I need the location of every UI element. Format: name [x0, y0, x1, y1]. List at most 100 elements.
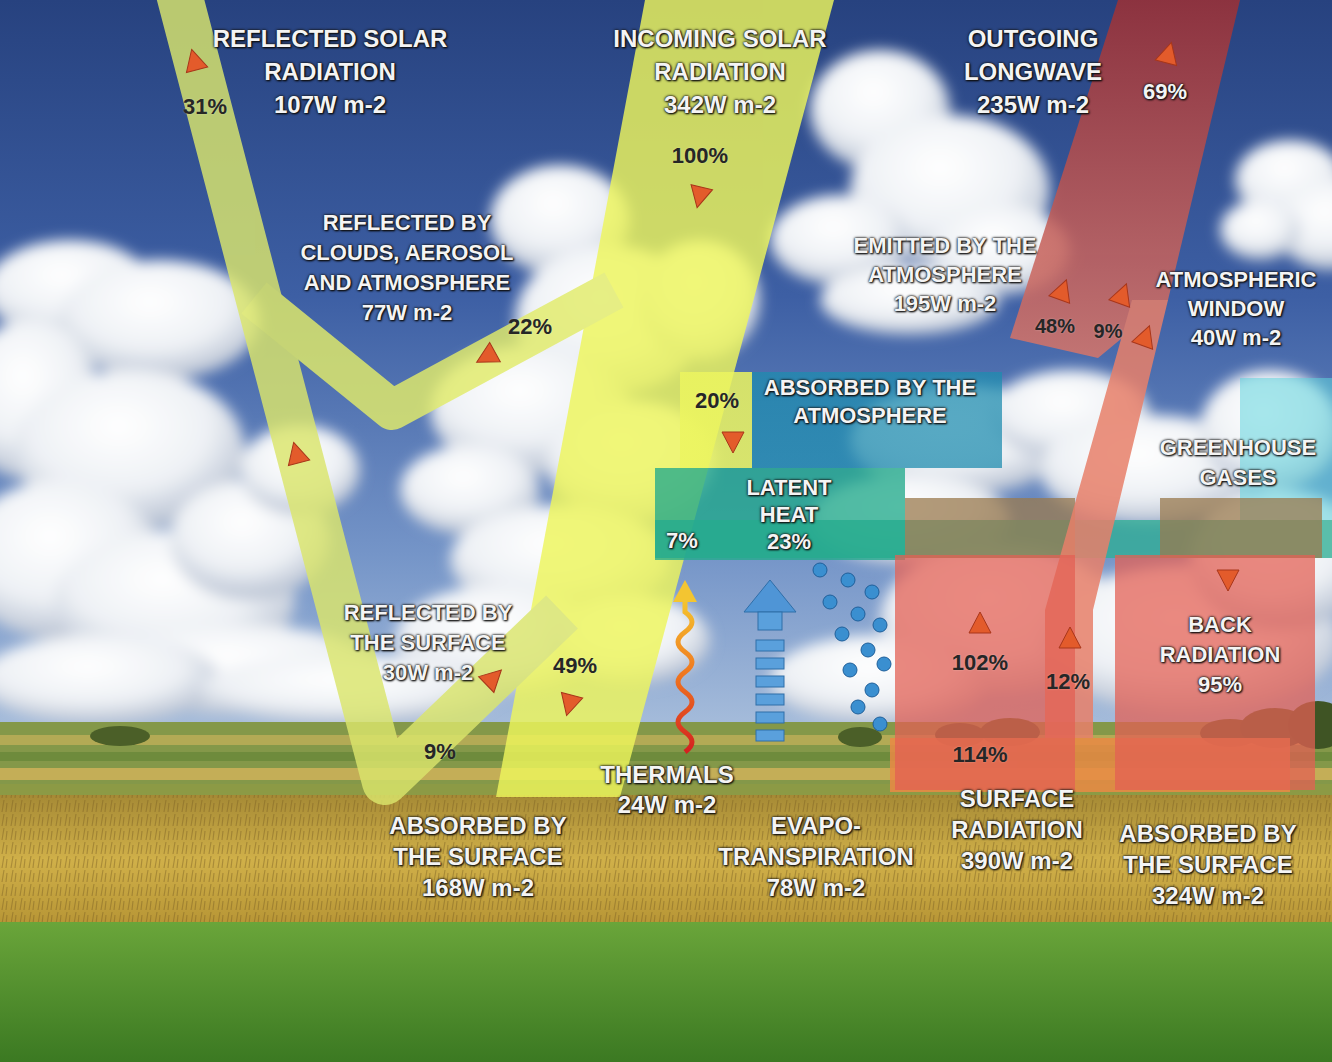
percentage: 9%	[424, 738, 456, 766]
flow-arrowhead	[969, 612, 991, 633]
text-line: ABSORBED BY	[389, 810, 566, 841]
tree	[90, 726, 150, 746]
text-line: 324W m-2	[1119, 880, 1296, 911]
water-droplet	[877, 657, 891, 671]
percentage: 102%	[952, 650, 1008, 676]
text-line: ATMOSPHERIC	[1156, 265, 1317, 294]
text-line: 107W m-2	[213, 88, 448, 121]
text-slot: THERMALS 24W m-2	[600, 760, 733, 820]
text-line: 49%	[553, 652, 597, 680]
percentage: 9%	[1094, 318, 1123, 344]
text-line: ATMOSPHERE	[764, 402, 976, 430]
evaporation-dash	[756, 640, 784, 651]
flow-arrowhead	[1217, 570, 1239, 591]
text-slot: EMITTED BY THE ATMOSPHERE 195W m-2	[854, 231, 1037, 318]
text-slot: 9%	[1094, 318, 1123, 344]
text-slot: 20%	[695, 388, 739, 414]
text-slot: 7%	[666, 528, 698, 554]
flow-label: LATENT HEAT 23%	[746, 474, 831, 555]
text-line: 9%	[424, 738, 456, 766]
water-droplet	[823, 595, 837, 609]
text-line: ABSORBED BY THE	[764, 374, 976, 402]
cloud	[0, 635, 220, 725]
flow-label: ATMOSPHERIC WINDOW 40W m-2	[1156, 265, 1317, 352]
text-line: GREENHOUSE	[1160, 433, 1316, 463]
evaporation-shaft	[758, 612, 782, 630]
text-line: REFLECTED BY	[344, 598, 513, 628]
text-line: GASES	[1160, 463, 1316, 493]
text-line: RADIATION	[1160, 640, 1281, 670]
text-line: 7%	[666, 528, 698, 554]
water-droplet	[865, 683, 879, 697]
flow-label: INCOMING SOLAR RADIATION 342W m-2	[613, 22, 826, 121]
text-line: 102%	[952, 650, 1008, 676]
text-slot: EVAPO- TRANSPIRATION 78W m-2	[718, 810, 914, 903]
text-line: 30W m-2	[344, 658, 513, 688]
text-line: REFLECTED BY	[300, 208, 513, 238]
evaporation-dash	[756, 730, 784, 741]
flow-label: OUTGOING LONGWAVE 235W m-2	[964, 22, 1102, 121]
shortwave-bands	[178, 0, 834, 797]
text-line: 20%	[695, 388, 739, 414]
text-line: OUTGOING	[964, 22, 1102, 55]
text-slot: 49%	[553, 652, 597, 680]
flow-arrowhead	[283, 440, 310, 466]
text-line: RADIATION	[613, 55, 826, 88]
text-line: REFLECTED SOLAR	[213, 22, 448, 55]
text-line: HEAT	[746, 501, 831, 528]
text-line: 168W m-2	[389, 872, 566, 903]
percentage: 22%	[508, 313, 552, 341]
text-line: LATENT	[746, 474, 831, 501]
text-line: THE SURFACE	[344, 628, 513, 658]
text-slot: 114%	[952, 742, 1007, 768]
water-droplet	[873, 618, 887, 632]
text-line: 95%	[1160, 670, 1281, 700]
flow-arrowhead	[1049, 276, 1077, 303]
percentage: 114%	[952, 742, 1007, 768]
percentage: 31%	[183, 93, 227, 121]
text-line: 342W m-2	[613, 88, 826, 121]
flow-label: REFLECTED SOLAR RADIATION 107W m-2	[213, 22, 448, 121]
text-slot: GREENHOUSE GASES	[1160, 433, 1316, 493]
cloud-base	[1160, 498, 1322, 558]
text-slot: BACK RADIATION 95%	[1160, 610, 1281, 700]
percentage: 100%	[672, 142, 728, 170]
text-slot: LATENT HEAT 23%	[746, 474, 831, 555]
text-slot: ABSORBED BY THE SURFACE 324W m-2	[1119, 818, 1296, 911]
text-line: ABSORBED BY	[1119, 818, 1296, 849]
text-slot: 69%	[1143, 78, 1187, 106]
evaporation-dash	[756, 676, 784, 687]
text-slot: REFLECTED SOLAR RADIATION 107W m-2	[213, 22, 448, 121]
text-line: EVAPO-	[718, 810, 914, 841]
text-line: WINDOW	[1156, 294, 1317, 323]
cloud	[1220, 200, 1300, 260]
flow-label: REFLECTED BY CLOUDS, AEROSOL AND ATMOSPH…	[300, 208, 513, 328]
text-line: 114%	[952, 742, 1007, 768]
text-line: 23%	[746, 528, 831, 555]
text-slot: 12%	[1046, 668, 1090, 696]
text-line: INCOMING SOLAR	[613, 22, 826, 55]
text-line: 100%	[672, 142, 728, 170]
flow-arrowhead	[686, 185, 712, 210]
flow-label: REFLECTED BY THE SURFACE 30W m-2	[344, 598, 513, 688]
flow-arrowhead	[1059, 627, 1081, 648]
flow-arrowhead	[1132, 322, 1160, 349]
percentage: 69%	[1143, 78, 1187, 106]
text-line: 9%	[1094, 318, 1123, 344]
text-slot: 48%	[1035, 313, 1075, 339]
flow-label: ABSORBED BY THE ATMOSPHERE	[764, 374, 976, 430]
water-droplet	[835, 627, 849, 641]
thermals-arrowhead	[673, 580, 697, 602]
evaporation-dash	[756, 658, 784, 669]
text-slot: 100%	[672, 142, 728, 170]
flow-arrowhead	[479, 662, 509, 692]
evaporation-arrowhead	[744, 580, 796, 612]
flow-label: THERMALS 24W m-2	[600, 760, 733, 820]
text-line: AND ATMOSPHERE	[300, 268, 513, 298]
water-droplet	[851, 607, 865, 621]
flow-label: BACK RADIATION 95%	[1160, 610, 1281, 700]
flow-arrowhead	[181, 47, 208, 73]
